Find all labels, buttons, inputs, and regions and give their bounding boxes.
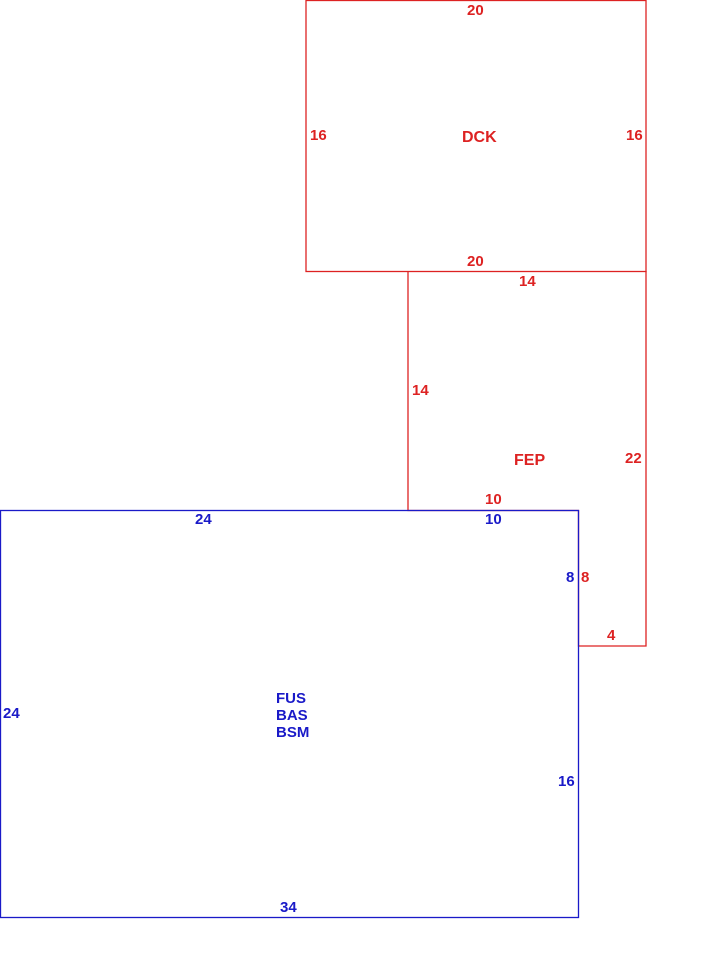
- main-top-right-dimension: 10: [485, 511, 502, 528]
- dck-right-dimension: 16: [626, 127, 643, 144]
- fep-step-dimension: 8: [581, 569, 590, 586]
- dck-bottom-dimension: 20: [467, 253, 484, 270]
- main-right-dimension: 16: [558, 773, 575, 790]
- fep-top-dimension: 14: [519, 273, 536, 290]
- dck-left-dimension: 16: [310, 127, 327, 144]
- main-right-upper-dimension: 8: [566, 569, 575, 586]
- main-area-label-fus: FUS: [276, 690, 306, 707]
- main-area-labels: FUS BAS BSM: [276, 690, 309, 741]
- dck-top-dimension: 20: [467, 2, 484, 19]
- fep-left-dimension: 14: [412, 382, 429, 399]
- fep-area-label: FEP: [514, 452, 546, 469]
- dck-area-label: DCK: [462, 129, 497, 146]
- fep-foot-dimension: 4: [607, 627, 616, 644]
- main-left-dimension: 24: [3, 705, 20, 722]
- dck-outline: [305, 0, 647, 273]
- main-area-label-bsm: BSM: [276, 724, 310, 741]
- main-area-label-bas: BAS: [276, 707, 308, 724]
- fep-bottom-dimension: 10: [485, 491, 502, 508]
- main-top-dimension: 24: [195, 511, 212, 528]
- main-bottom-dimension: 34: [280, 899, 297, 916]
- main-outline: [0, 509, 580, 919]
- fep-right-dimension: 22: [625, 450, 642, 467]
